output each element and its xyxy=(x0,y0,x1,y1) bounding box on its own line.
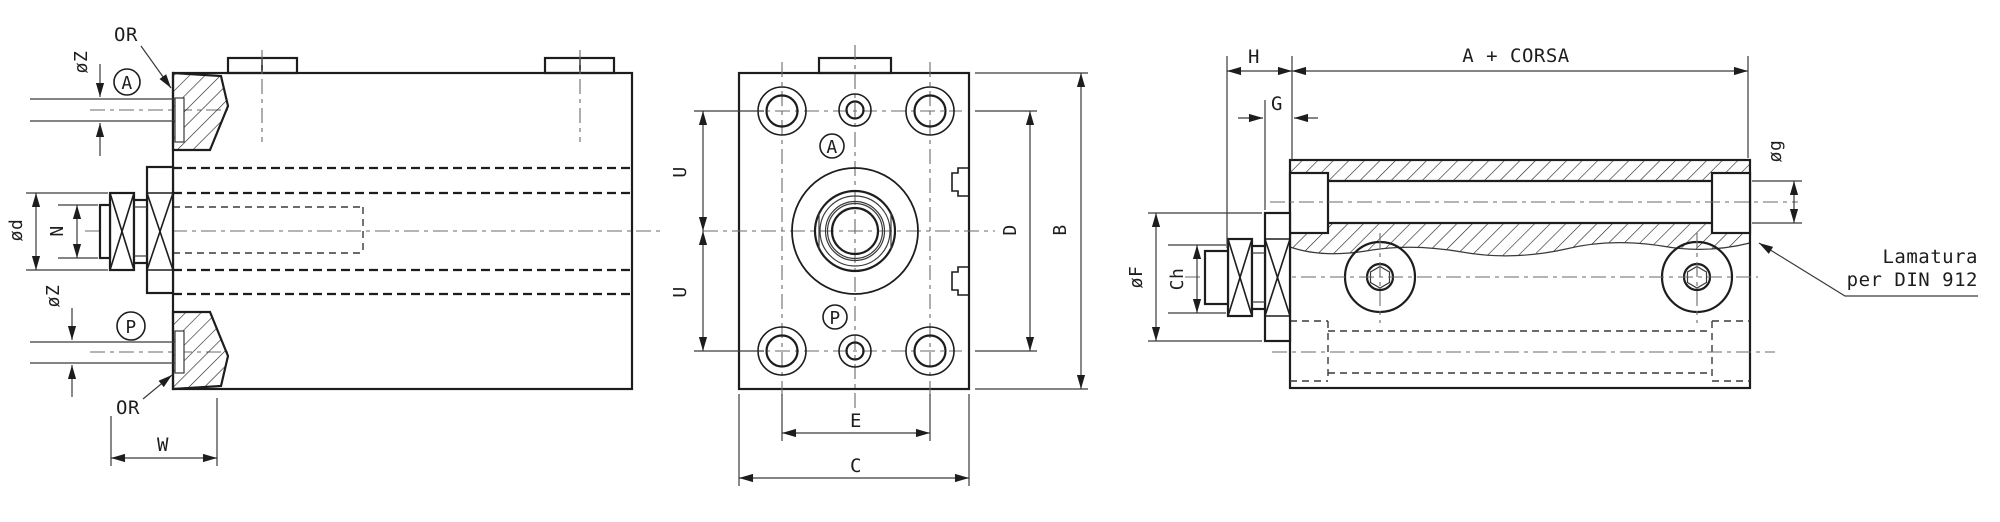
front-centerlines xyxy=(703,45,995,412)
d-label: D xyxy=(1000,224,1021,235)
c-label: C xyxy=(850,455,862,477)
ch-label: Ch xyxy=(1167,268,1188,291)
front-mounting-holes xyxy=(757,86,955,376)
side-view: OR OR A P øZ øZ xyxy=(6,24,660,466)
section-hatch xyxy=(1289,160,1751,257)
dim-n: N xyxy=(47,204,98,259)
e-label: E xyxy=(850,410,862,432)
port-p-letter: P xyxy=(829,308,840,329)
counterbore-right xyxy=(1710,171,1752,235)
b-label: B xyxy=(1050,224,1071,235)
n-label: N xyxy=(47,225,68,236)
side-port-boss-top xyxy=(171,71,230,152)
side-centerlines xyxy=(85,50,660,353)
dim-a-corsa: A + CORSA xyxy=(1292,45,1749,158)
dim-oz-top: øZ xyxy=(71,51,105,156)
break-line xyxy=(1289,242,1751,257)
note-line2: per DIN 912 xyxy=(1847,269,1978,291)
g-label: G xyxy=(1271,93,1283,115)
h-label: H xyxy=(1248,46,1260,68)
side-hidden-lines xyxy=(173,166,632,296)
front-sensor-notches xyxy=(951,167,969,296)
section-rod-assembly xyxy=(1203,211,1292,343)
port-a-letter: A xyxy=(121,73,132,94)
dim-b: B xyxy=(975,72,1088,390)
of-label: øF xyxy=(1126,266,1147,289)
dim-d: D xyxy=(975,110,1037,352)
port-a-letter: A xyxy=(826,137,837,158)
port-p-badge-front: P xyxy=(822,304,848,330)
og-label: øg xyxy=(1765,140,1786,163)
dim-of: øF xyxy=(1126,212,1262,342)
front-view: A P U U E C xyxy=(670,45,1088,486)
dim-od: ød xyxy=(6,192,108,271)
front-center-bore xyxy=(791,167,919,295)
dim-g: G xyxy=(1238,93,1318,210)
side-body-outline xyxy=(171,56,634,391)
a-corsa-label: A + CORSA xyxy=(1462,45,1570,67)
u-bottom-label: U xyxy=(670,286,691,297)
dim-w: W xyxy=(110,398,218,466)
note-line1: Lamatura xyxy=(1882,246,1978,268)
od-label: ød xyxy=(6,219,27,242)
side-rod-assembly xyxy=(98,165,175,295)
or-label-top: OR xyxy=(114,24,138,46)
or-groove-top xyxy=(174,97,185,143)
section-screw-channel xyxy=(1288,171,1752,235)
or-groove-bottom xyxy=(174,330,185,374)
port-a-badge-side: A xyxy=(113,68,141,96)
w-label: W xyxy=(157,434,169,456)
dim-c: C xyxy=(738,394,970,486)
section-view: H G A + CORSA øg øF xyxy=(1126,45,1978,390)
port-p-badge-side: P xyxy=(116,311,146,341)
dim-oz-bottom: øZ xyxy=(43,285,77,397)
or-callout-top: OR xyxy=(114,24,172,89)
dim-og: øg xyxy=(1752,140,1802,224)
oz-top-label: øZ xyxy=(71,51,92,74)
section-body-outline xyxy=(1288,158,1752,390)
front-port-holes xyxy=(838,93,872,368)
port-a-badge-front: A xyxy=(819,133,845,159)
counterbore-left xyxy=(1288,171,1330,235)
side-port-boss-bottom xyxy=(171,310,230,391)
dim-u-top: U xyxy=(670,110,764,231)
oz-bottom-label: øZ xyxy=(43,285,64,308)
u-top-label: U xyxy=(670,166,691,177)
section-hidden-channel xyxy=(1290,320,1750,382)
or-callout-bottom: OR xyxy=(116,374,173,419)
dim-e: E xyxy=(781,394,931,441)
note-lamatura: Lamatura per DIN 912 xyxy=(1758,242,1978,297)
port-p-letter: P xyxy=(125,317,136,338)
dim-u-bottom: U xyxy=(670,231,764,352)
dim-ch: Ch xyxy=(1167,244,1226,314)
or-label-bottom: OR xyxy=(116,397,140,419)
